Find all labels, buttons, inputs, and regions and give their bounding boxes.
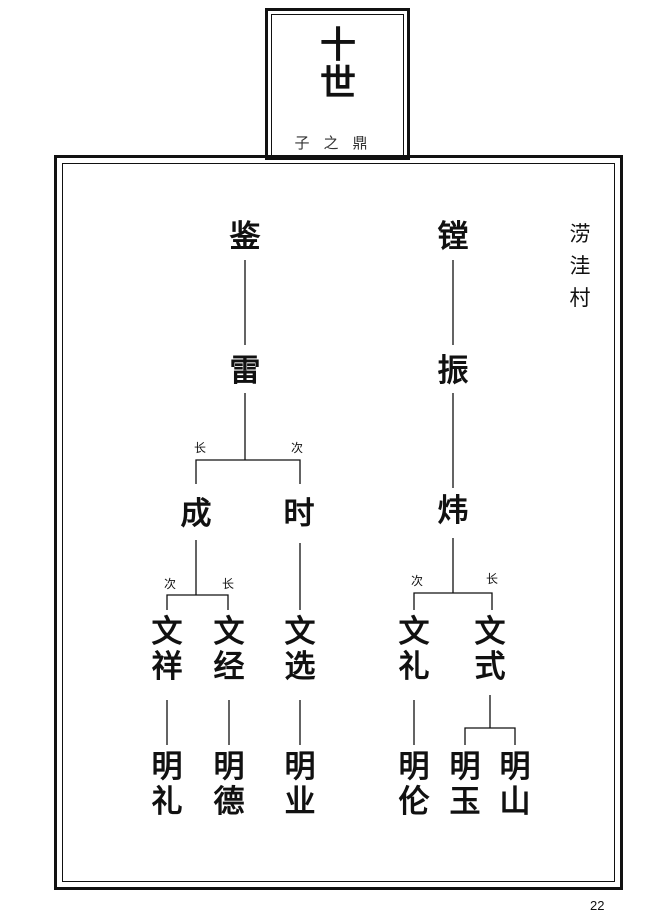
name-char: 文 [284,614,316,650]
connector [166,594,229,610]
person-node: 明玉 [445,750,485,820]
generation-char: 世 [319,62,356,104]
main-frame [54,155,623,890]
person-node: 明伦 [394,750,434,820]
name-char: 玉 [449,784,481,820]
person-node: 文式 [470,615,510,685]
generation-box [265,8,410,160]
connector [195,459,301,484]
name-char: 文 [151,614,183,650]
village-name: 涝 洼 村 [568,218,592,314]
person-node: 明业 [280,750,320,820]
name-char: 文 [474,614,506,650]
name-char: 明 [499,749,531,785]
name-char: 礼 [151,784,183,820]
person-node: 雷 [229,353,261,389]
eldest-label: 长 [221,577,234,591]
generation-subtitle: 子之鼎 [294,134,382,152]
person-node: 时 [283,496,315,532]
name-char: 经 [213,649,245,685]
name-char: 业 [284,784,316,820]
name-char: 明 [398,749,430,785]
second-label: 次 [290,441,303,455]
village-char: 村 [569,286,591,310]
person-node: 明德 [209,750,249,820]
generation-char: 十 [319,24,356,66]
name-char: 德 [213,784,245,820]
generation-box-inner [271,14,404,160]
name-char: 礼 [398,649,430,685]
connector [464,727,516,745]
eldest-label: 长 [193,441,206,455]
name-char: 祥 [151,649,183,685]
village-char: 涝 [569,222,591,246]
person-node: 明山 [495,750,535,820]
generation-title: 十 世 [318,26,358,102]
name-char: 伦 [398,784,430,820]
name-char: 文 [213,614,245,650]
name-char: 明 [151,749,183,785]
connector [413,592,493,610]
name-char: 山 [499,784,531,820]
name-char: 式 [474,649,506,685]
name-char: 明 [284,749,316,785]
person-node: 文礼 [394,615,434,685]
person-node: 成 [180,496,212,532]
second-label: 次 [410,574,423,588]
name-char: 明 [449,749,481,785]
eldest-label: 长 [485,572,498,586]
main-frame-inner [62,163,615,882]
person-node: 文祥 [147,615,187,685]
person-node: 文选 [280,615,320,685]
name-char: 选 [284,649,316,685]
name-char: 明 [213,749,245,785]
person-node: 明礼 [147,750,187,820]
name-char: 文 [398,614,430,650]
village-char: 洼 [569,254,591,278]
person-node: 镗 [437,219,469,255]
second-label: 次 [163,577,176,591]
person-node: 振 [437,353,469,389]
person-node: 文经 [209,615,249,685]
person-node: 炜 [437,493,469,529]
person-node: 鉴 [229,219,261,255]
page-number: 22 [590,898,605,913]
